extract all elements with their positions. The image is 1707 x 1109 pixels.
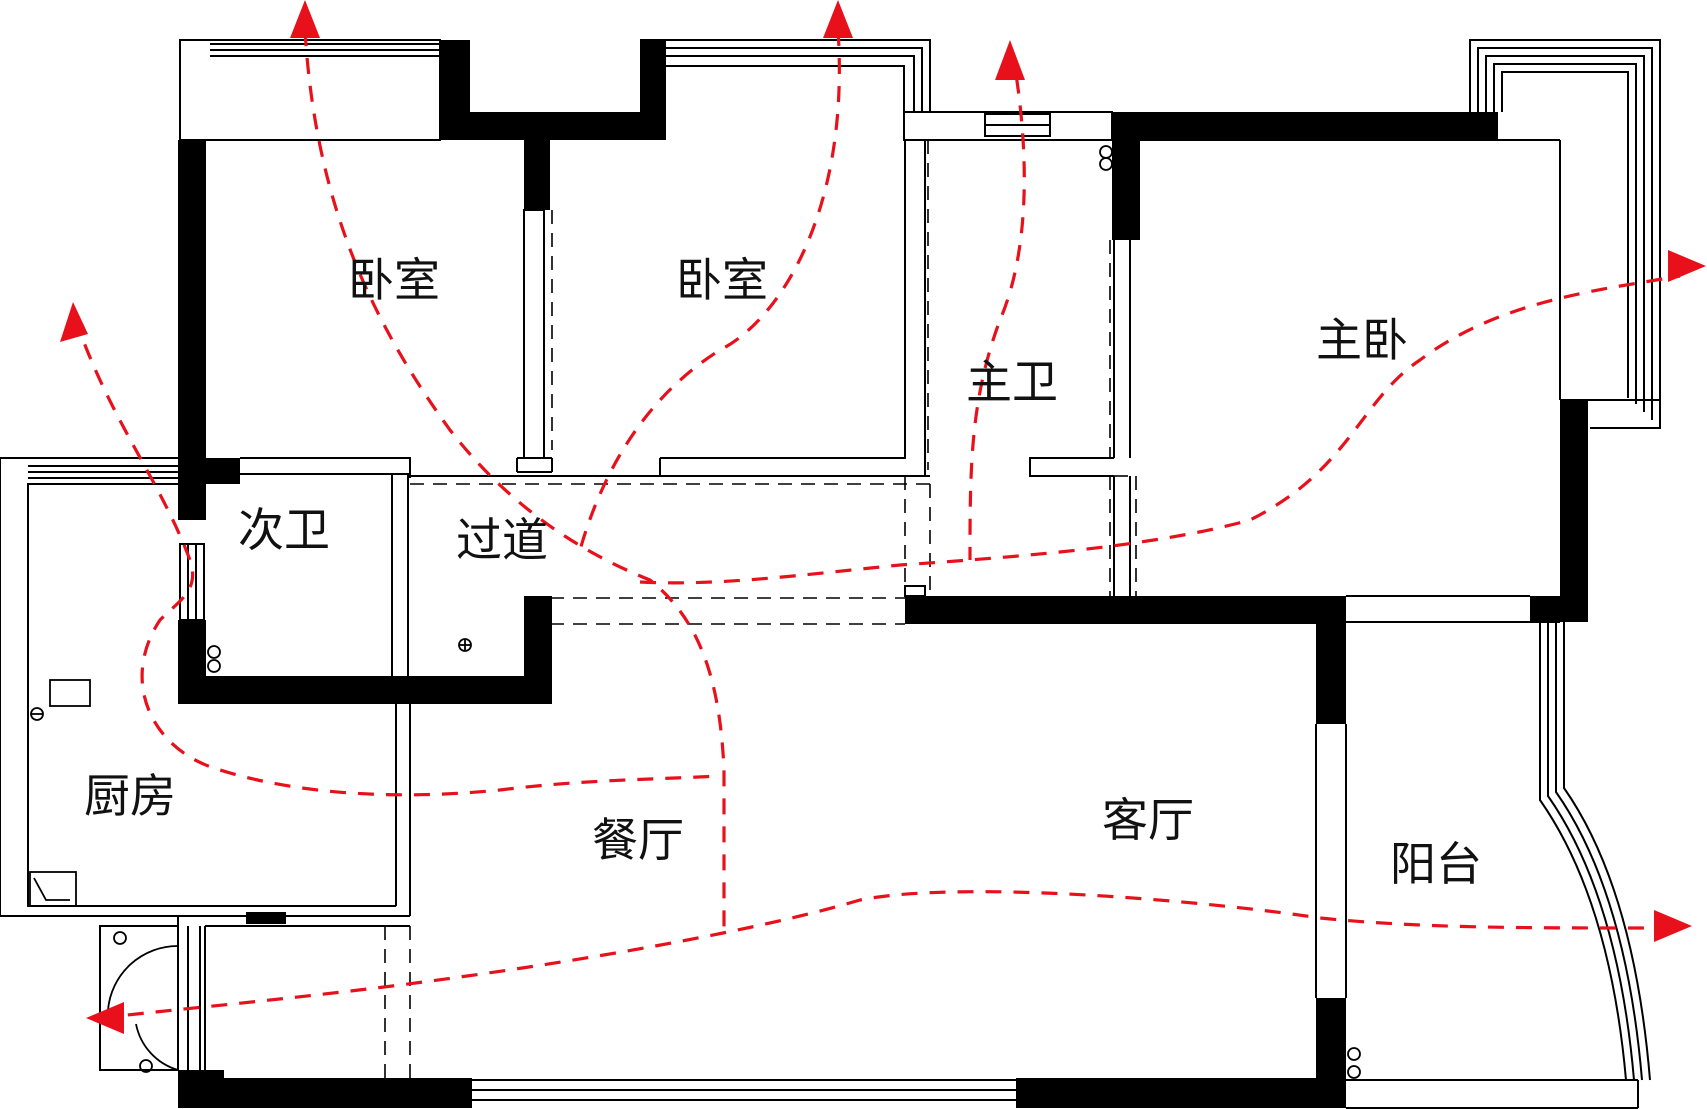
- label-master-bedroom: 主卧: [1316, 313, 1408, 367]
- arrow-left-icon: [86, 1002, 124, 1034]
- arrow-up-icon: [290, 0, 320, 38]
- entry-door-icon: [107, 931, 179, 1073]
- arrow-right-icon: [1668, 250, 1706, 282]
- arrow-right-icon: [1654, 910, 1692, 942]
- arrow-up-icon: [995, 40, 1025, 80]
- label-guest-bath: 次卫: [238, 503, 330, 557]
- arrow-up-icon: [60, 302, 88, 342]
- dashed-openings: [384, 140, 1137, 1078]
- label-bedroom-1: 卧室: [348, 253, 440, 307]
- arrow-up-icon: [823, 0, 853, 38]
- label-living: 客厅: [1102, 793, 1194, 847]
- fixtures: [29, 145, 1361, 1079]
- circulation-routes: [60, 0, 1706, 1034]
- walls: [178, 40, 1588, 1108]
- label-kitchen: 厨房: [84, 769, 176, 823]
- drain-icon: [30, 145, 1361, 1079]
- label-master-bath: 主卫: [966, 355, 1058, 409]
- label-balcony: 阳台: [1390, 837, 1482, 891]
- label-bedroom-2: 卧室: [676, 253, 768, 307]
- label-dining: 餐厅: [592, 813, 684, 867]
- thin-outlines: [0, 39, 1661, 1109]
- room-labels: 卧室 卧室 主卫 主卧 次卫 过道 厨房 餐厅 客厅 阳台: [84, 253, 1482, 891]
- label-corridor: 过道: [456, 513, 548, 567]
